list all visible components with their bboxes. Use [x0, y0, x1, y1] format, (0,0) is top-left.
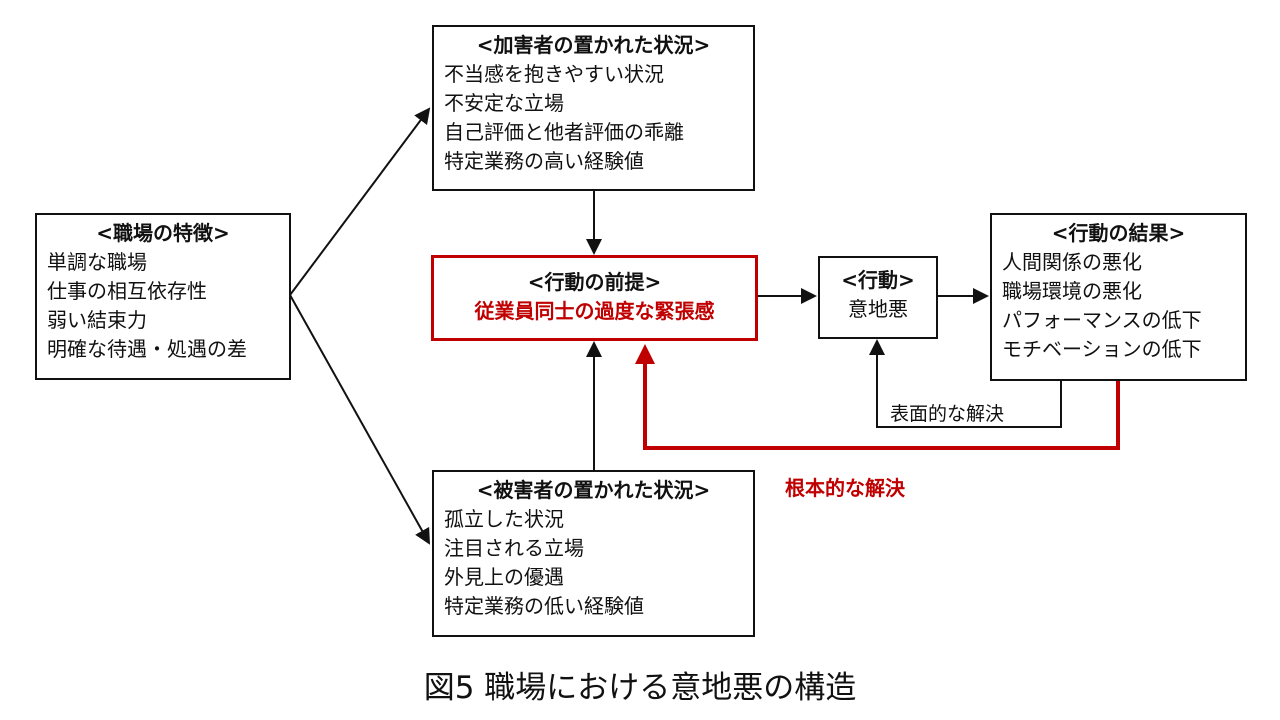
- action-box: <行動> 意地悪: [818, 256, 938, 339]
- action-result-box: <行動の結果> 人間関係の悪化 職場環境の悪化 パフォーマンスの低下 モチベーシ…: [990, 213, 1247, 381]
- action-premise-box: <行動の前提> 従業員同士の過度な緊張感: [431, 255, 758, 341]
- arrow-surface-solution: [869, 339, 1062, 428]
- victim-situation-box: <被害者の置かれた状況> 孤立した状況 注目される立場 外見上の優遇 特定業務の…: [432, 470, 755, 637]
- list-item: 外見上の優遇: [444, 565, 564, 589]
- list-item: 特定業務の低い経験値: [444, 594, 644, 618]
- box-title: <被害者の置かれた状況>: [476, 478, 711, 502]
- premise-text: 従業員同士の過度な緊張感: [474, 299, 715, 323]
- list-item: 注目される立場: [444, 536, 584, 560]
- list-item: 職場環境の悪化: [1002, 279, 1142, 303]
- root-solution-label: 根本的な解決: [785, 476, 905, 500]
- workplace-features-box: <職場の特徴> 単調な職場 仕事の相互依存性 弱い結束力 明確な待遇・処遇の差: [35, 213, 291, 380]
- perpetrator-situation-box: <加害者の置かれた状況> 不当感を抱きやすい状況 不安定な立場 自己評価と他者評…: [432, 25, 755, 191]
- arrow-workplace-to-victim: [289, 294, 430, 545]
- list-item: 弱い結束力: [47, 308, 147, 332]
- box-title: <行動の前提>: [527, 270, 662, 294]
- box-title: <加害者の置かれた状況>: [476, 33, 711, 57]
- box-title: <行動>: [841, 268, 915, 292]
- list-item: モチベーションの低下: [1002, 337, 1202, 361]
- list-item: 不安定な立場: [444, 91, 564, 115]
- list-item: 単調な職場: [47, 250, 147, 274]
- arrow-root-solution: [635, 344, 1120, 450]
- box-title: <行動の結果>: [1051, 221, 1186, 245]
- list-item: 人間関係の悪化: [1002, 250, 1142, 274]
- list-item: パフォーマンスの低下: [1002, 308, 1202, 332]
- list-item: 孤立した状況: [444, 507, 564, 531]
- box-title: <職場の特徴>: [96, 221, 230, 245]
- list-item: 特定業務の高い経験値: [444, 149, 644, 173]
- list-item: 不当感を抱きやすい状況: [444, 62, 664, 86]
- surface-solution-label: 表面的な解決: [890, 403, 1005, 425]
- arrow-workplace-to-perpetrator: [289, 107, 431, 296]
- list-item: 明確な待遇・処遇の差: [47, 337, 247, 361]
- figure-caption: 図5 職場における意地悪の構造: [423, 670, 857, 706]
- list-item: 自己評価と他者評価の乖離: [444, 120, 684, 144]
- list-item: 仕事の相互依存性: [47, 279, 207, 303]
- action-text: 意地悪: [848, 297, 908, 321]
